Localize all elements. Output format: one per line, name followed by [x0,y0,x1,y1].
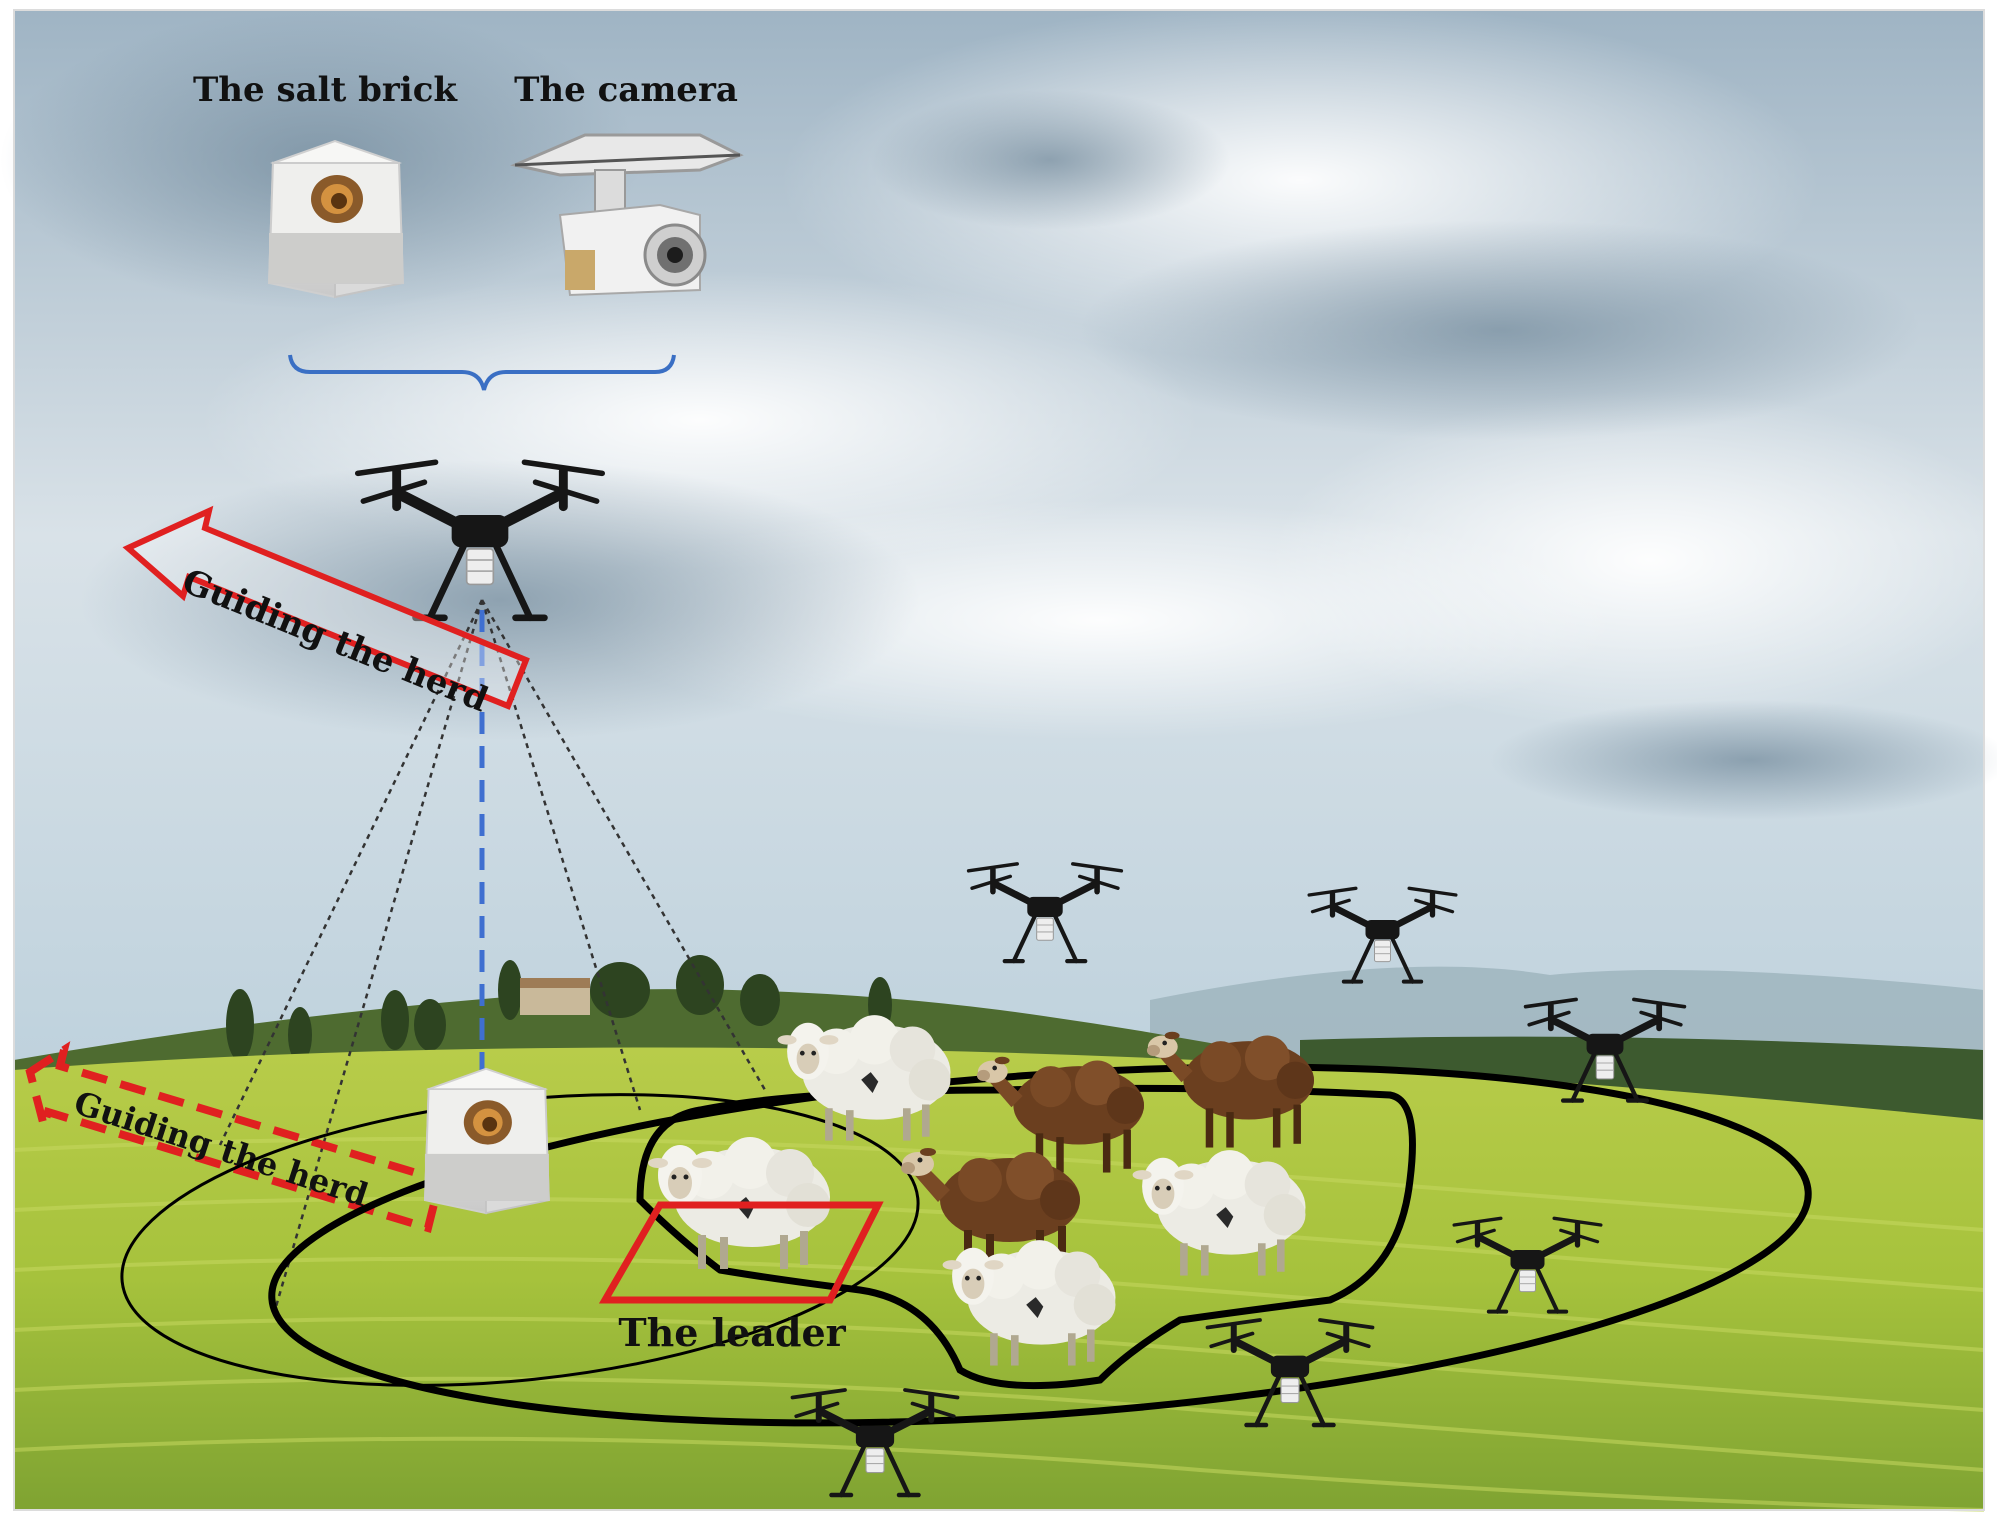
grouping-brace [288,354,676,391]
camera-label: The camera [514,70,738,110]
camera-gimbal-icon [510,133,744,297]
herd-boundary-large [268,1063,1812,1427]
leader-label: The leader [618,1310,846,1355]
camera-view-lines [218,599,767,1311]
salt-brick-icon [423,1067,550,1215]
salt-brick-icon [267,139,405,299]
leader-marker [598,1201,884,1304]
salt-brick-label: The salt brick [193,70,458,110]
